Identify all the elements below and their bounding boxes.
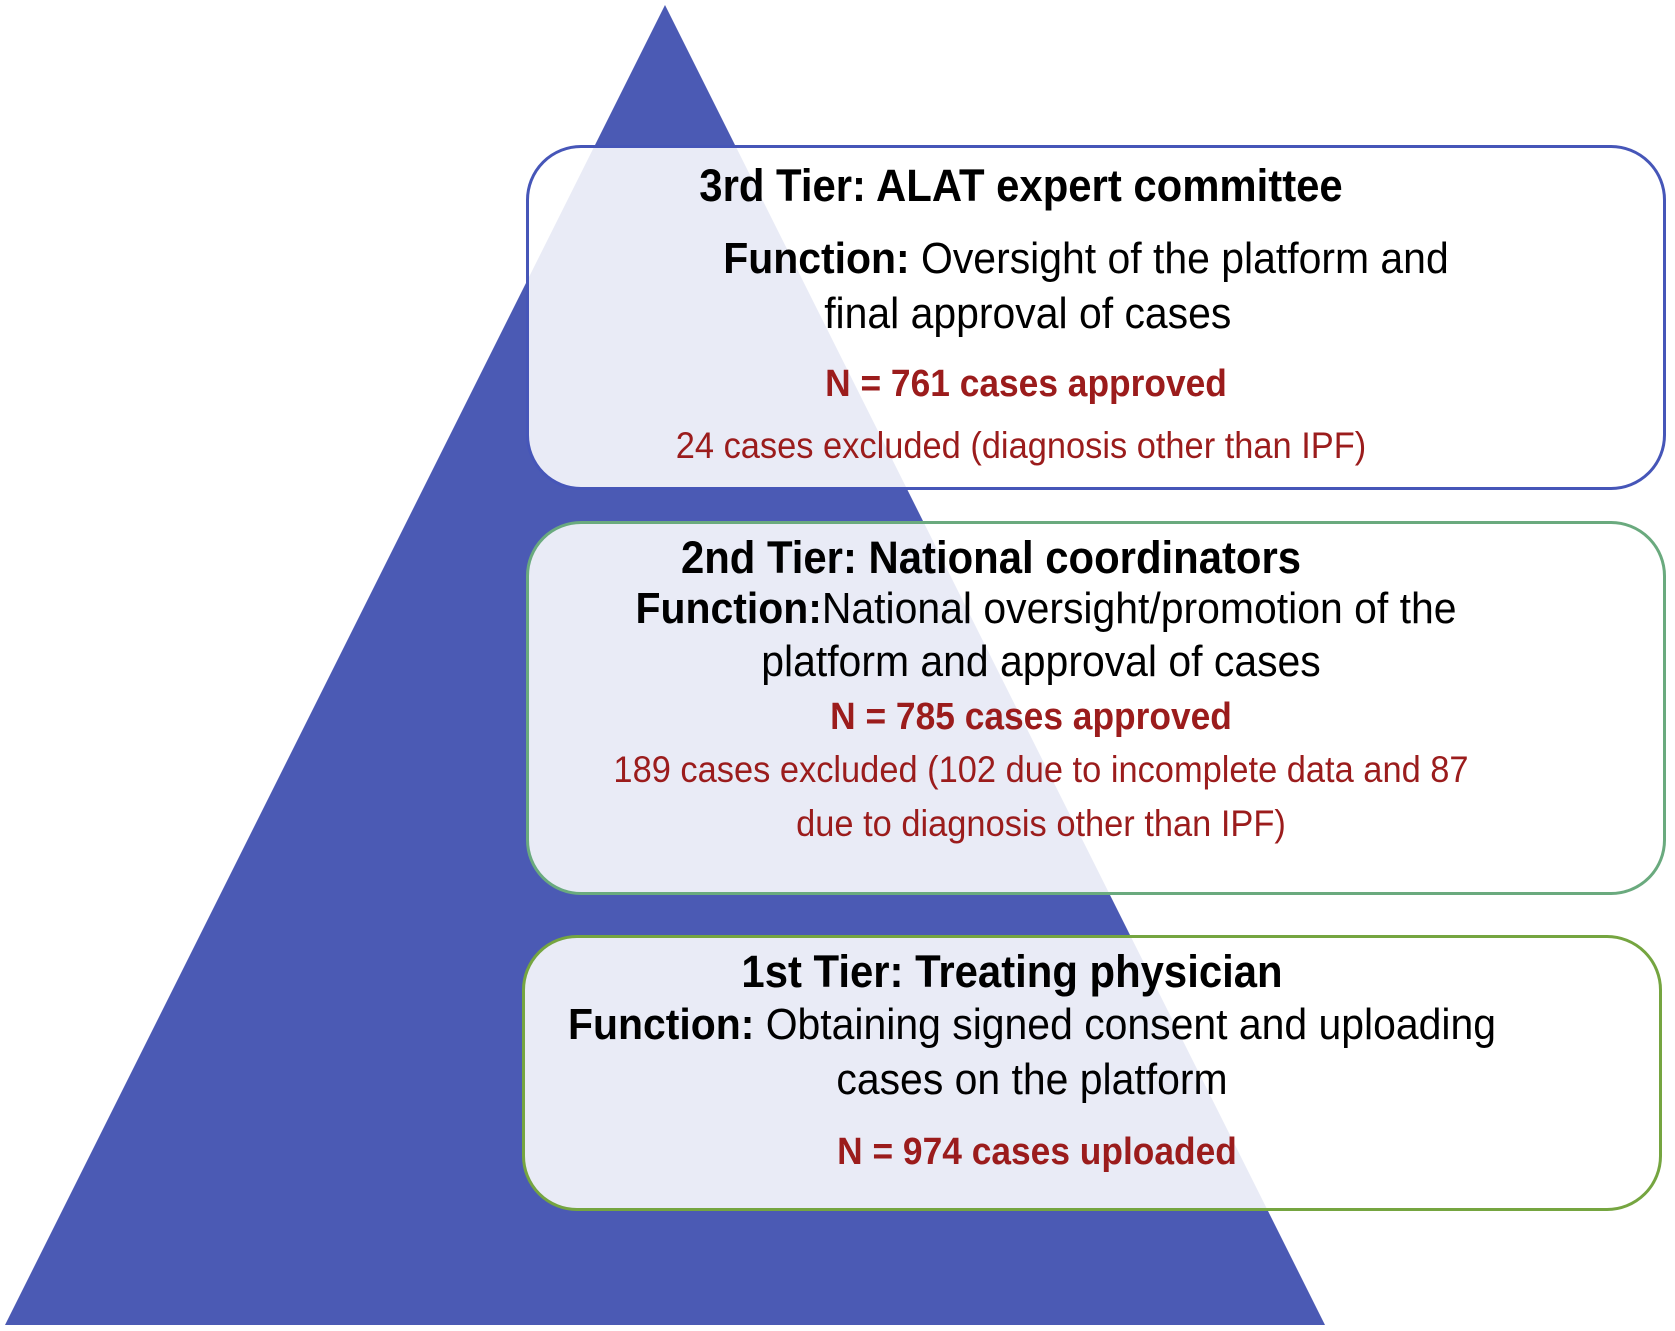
tier-2-function-line-2: platform and approval of cases	[761, 637, 1321, 686]
tier-3-count: N = 761 cases approved	[825, 363, 1227, 405]
tier-2-box: 2nd Tier: National coordinators Function…	[526, 521, 1666, 895]
tier-1-title: 1st Tier: Treating physician	[741, 946, 1283, 997]
tier-1-function-line-1: Function: Obtaining signed consent and u…	[560, 1000, 1503, 1050]
function-label: Function:	[567, 1000, 755, 1049]
tier-2-title: 2nd Tier: National coordinators	[680, 532, 1302, 583]
tier-1-function-line-2: cases on the platform	[836, 1055, 1228, 1104]
tier-2-count: N = 785 cases approved	[830, 696, 1232, 738]
tier-3-excluded: 24 cases excluded (diagnosis other than …	[675, 425, 1367, 466]
tier-1-box: 1st Tier: Treating physician Function: O…	[522, 935, 1662, 1211]
function-text: National oversight/promotion of the	[821, 584, 1457, 633]
tier-2-function-line-1: Function:National oversight/promotion of…	[612, 584, 1481, 634]
function-label: Function:	[723, 234, 910, 283]
tier-1-count: N = 974 cases uploaded	[837, 1131, 1237, 1173]
function-text: Oversight of the platform and	[909, 234, 1449, 283]
function-label: Function:	[635, 584, 822, 633]
tier-3-box: 3rd Tier: ALAT expert committee Function…	[526, 145, 1666, 490]
tier-2-excluded-line-2: due to diagnosis other than IPF)	[796, 803, 1286, 844]
tier-3-function-line-2: final approval of cases	[824, 289, 1232, 338]
tier-2-excluded-line-1: 189 cases excluded (102 due to incomplet…	[613, 749, 1469, 790]
tier-3-title: 3rd Tier: ALAT expert committee	[699, 160, 1343, 211]
function-text: Obtaining signed consent and uploading	[754, 1000, 1497, 1049]
tier-3-function-line-1: Function: Oversight of the platform and	[670, 234, 1501, 284]
